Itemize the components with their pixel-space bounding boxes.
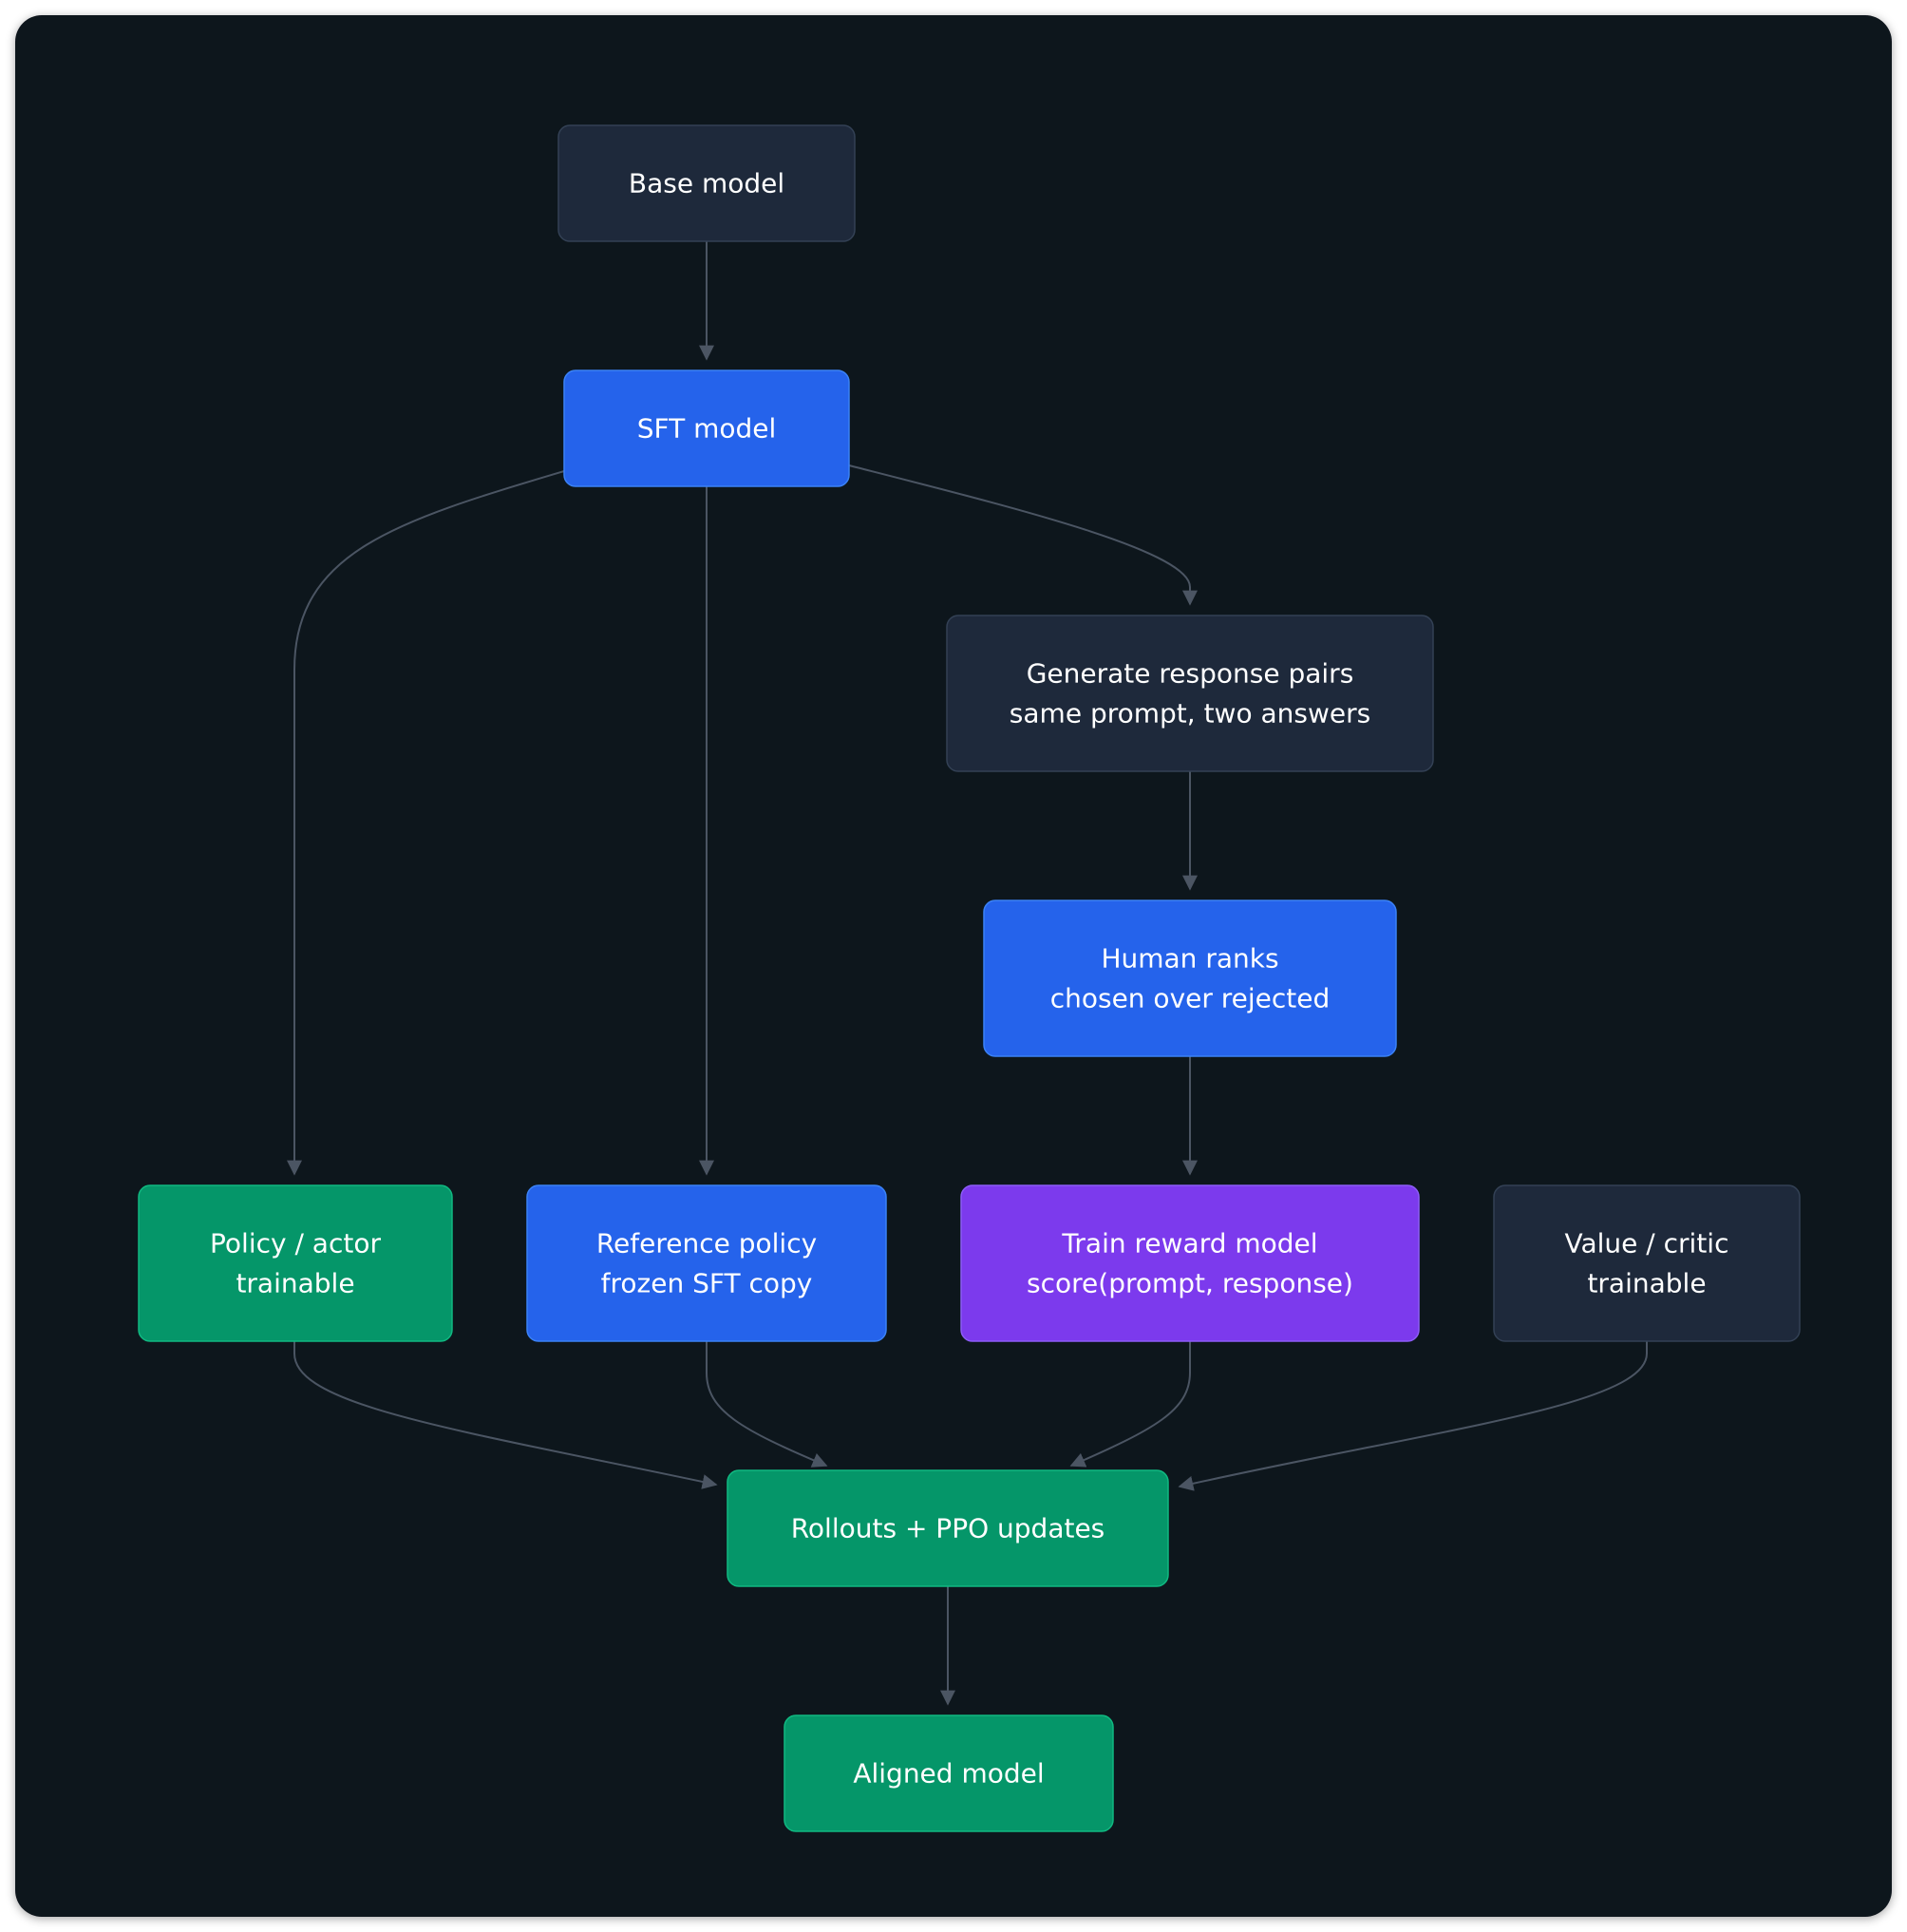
node-label-aligned-model-line-1: Aligned model [853, 1758, 1044, 1790]
node-policy-actor: Policy / actor trainable [138, 1184, 453, 1342]
node-base-model: Base model [557, 124, 856, 242]
edge-sft-model-to-generate-pairs [848, 464, 1198, 606]
node-box-base-model [557, 124, 856, 242]
node-label-human-ranks-line-2: chosen over rejected [1050, 983, 1331, 1014]
node-box-generate-pairs [946, 615, 1434, 772]
edge-sft-model-to-policy-actor [287, 470, 565, 1176]
node-box-policy-actor [138, 1184, 453, 1342]
node-box-aligned-model [784, 1714, 1114, 1832]
node-box-sft-model [563, 369, 850, 487]
node-box-reward-model [960, 1184, 1420, 1342]
edge-reward-model-to-rollouts-ppo [1069, 1341, 1191, 1468]
node-label-policy-actor-line-2: trainable [236, 1268, 354, 1299]
node-label-reference-policy-line-1: Reference policy [596, 1228, 817, 1260]
node-box-value-critic [1493, 1184, 1801, 1342]
node-rollouts-ppo: Rollouts + PPO updates [727, 1469, 1169, 1587]
node-label-base-model-line-1: Base model [629, 168, 784, 199]
node-human-ranks: Human ranks chosen over rejected [983, 900, 1397, 1057]
node-box-rollouts-ppo [727, 1469, 1169, 1587]
node-label-policy-actor-line-1: Policy / actor [210, 1228, 381, 1260]
edge-policy-actor-to-rollouts-ppo [293, 1341, 718, 1489]
node-label-reference-policy-line-2: frozen SFT copy [601, 1268, 813, 1299]
node-label-rollouts-ppo-line-1: Rollouts + PPO updates [791, 1513, 1105, 1544]
edge-value-critic-to-rollouts-ppo [1178, 1341, 1648, 1491]
node-reference-policy: Reference policy frozen SFT copy [526, 1184, 887, 1342]
node-value-critic: Value / critic trainable [1493, 1184, 1801, 1342]
node-label-human-ranks-line-1: Human ranks [1101, 943, 1278, 975]
node-aligned-model: Aligned model [784, 1714, 1114, 1832]
node-label-value-critic-line-1: Value / critic [1565, 1228, 1729, 1260]
node-label-reward-model-line-1: Train reward model [1061, 1228, 1317, 1260]
node-box-human-ranks [983, 900, 1397, 1057]
node-reward-model: Train reward model score(prompt, response… [960, 1184, 1420, 1342]
edges [287, 241, 1648, 1706]
edge-reference-policy-to-rollouts-ppo [706, 1341, 828, 1468]
node-box-reference-policy [526, 1184, 887, 1342]
node-label-sft-model-line-1: SFT model [637, 413, 777, 445]
node-label-generate-pairs-line-1: Generate response pairs [1027, 658, 1354, 690]
node-label-value-critic-line-2: trainable [1587, 1268, 1706, 1299]
node-generate-pairs: Generate response pairs same prompt, two … [946, 615, 1434, 772]
node-label-reward-model-line-2: score(prompt, response) [1027, 1268, 1353, 1299]
node-sft-model: SFT model [563, 369, 850, 487]
node-label-generate-pairs-line-2: same prompt, two answers [1010, 698, 1370, 729]
diagram-background [15, 15, 1892, 1917]
